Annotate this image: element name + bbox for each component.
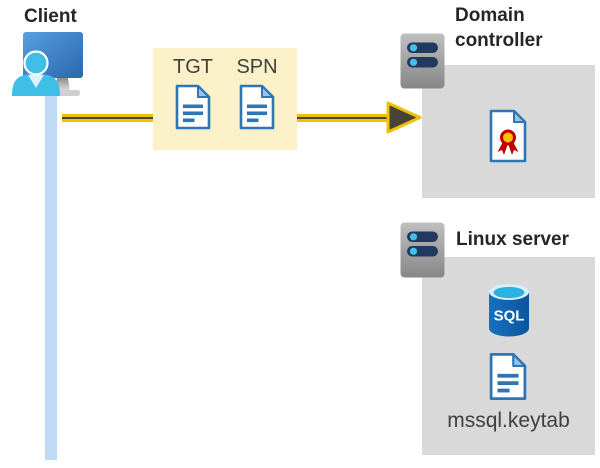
keytab-file-label: mssql.keytab [447, 409, 570, 432]
auth-arrow-head-icon [386, 101, 422, 134]
linux-server-label: Linux server [456, 229, 569, 250]
keytab-document-icon [489, 352, 527, 401]
domain-controller-server-icon [400, 33, 445, 89]
tgt-token: TGT [165, 54, 221, 150]
client-vertical-line [45, 86, 57, 460]
spn-label: SPN [236, 56, 278, 78]
person-collar [28, 75, 44, 88]
client-desktop-user-icon [12, 32, 83, 96]
domain-controller-label: Domain controller [455, 5, 543, 51]
spn-document-icon [239, 84, 275, 130]
linux-server-icon [400, 222, 445, 278]
spn-token: SPN [229, 54, 285, 150]
sql-database-icon: SQL [489, 284, 529, 337]
tgt-label: TGT [173, 56, 213, 78]
client-label: Client [24, 6, 77, 27]
token-box: TGT SPN [153, 48, 297, 150]
tgt-document-icon [175, 84, 211, 130]
sql-label: SQL [494, 308, 525, 325]
person-head [23, 50, 49, 76]
certificate-icon [489, 109, 527, 163]
